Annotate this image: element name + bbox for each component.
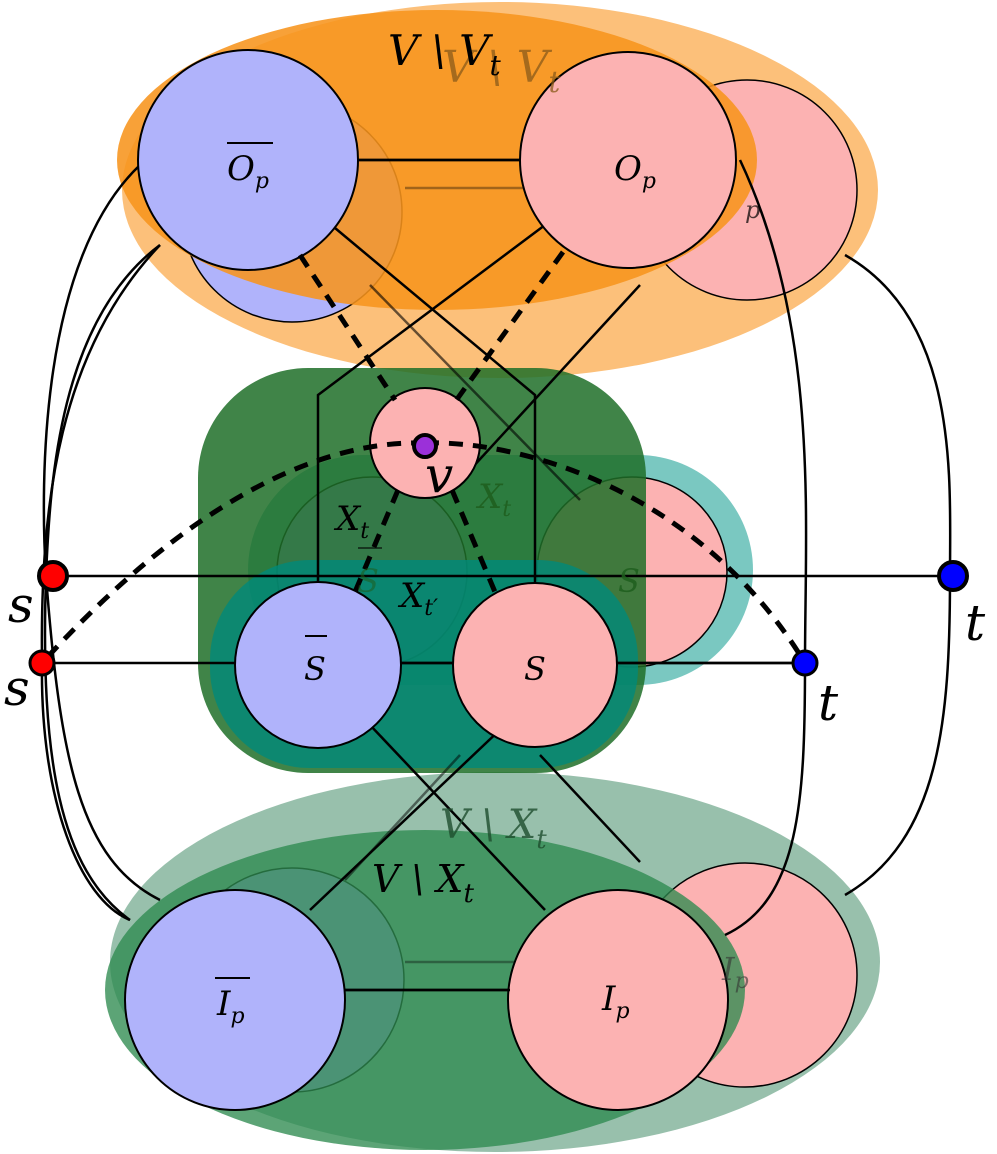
set-s-bar <box>234 581 402 749</box>
label-bottom-region-ghost: V \ Xt <box>440 802 547 855</box>
label-i: Ip <box>601 979 630 1024</box>
label-s-upper: s <box>8 576 34 634</box>
set-s <box>452 582 618 748</box>
label-top-region-ghost: V \ Vt <box>442 42 561 100</box>
label-i-ghost: Ip <box>721 950 749 994</box>
label-x-t-left: Xt <box>333 499 369 544</box>
edges-dashed <box>40 250 808 665</box>
set-i <box>507 889 729 1111</box>
label-s-bar-ghost: S <box>357 547 382 600</box>
label-o-ghost-sub: p <box>745 196 760 224</box>
label-o: Op <box>614 149 656 194</box>
svg-text:S: S <box>304 650 326 688</box>
svg-text:Ip: Ip <box>216 984 245 1029</box>
terminal-s-upper <box>37 560 69 592</box>
vertex-v <box>412 433 438 459</box>
label-s-ghost: S <box>618 562 640 600</box>
label-bottom-region: V \ Xt <box>372 857 474 909</box>
svg-text:Op: Op <box>227 149 269 194</box>
label-s: S <box>524 650 546 688</box>
label-v: v <box>425 446 453 504</box>
label-o-bar: Op <box>227 142 273 194</box>
set-i-bar <box>124 889 346 1111</box>
terminal-s-lower <box>28 649 56 677</box>
svg-text:S: S <box>357 562 379 600</box>
label-x-t-right: Xt <box>475 477 511 522</box>
label-s-bar: S <box>304 635 327 688</box>
edges-foreground <box>345 158 805 992</box>
label-x-t-prime: Xt′ <box>397 576 438 621</box>
terminal-t-lower <box>791 649 819 677</box>
label-top-region: V \ Vt <box>388 26 502 82</box>
label-s-lower: s <box>4 659 30 717</box>
label-i-bar: Ip <box>215 977 250 1029</box>
label-t-upper: t <box>965 594 986 652</box>
terminal-t-upper <box>937 560 969 592</box>
label-t-lower: t <box>818 674 839 732</box>
